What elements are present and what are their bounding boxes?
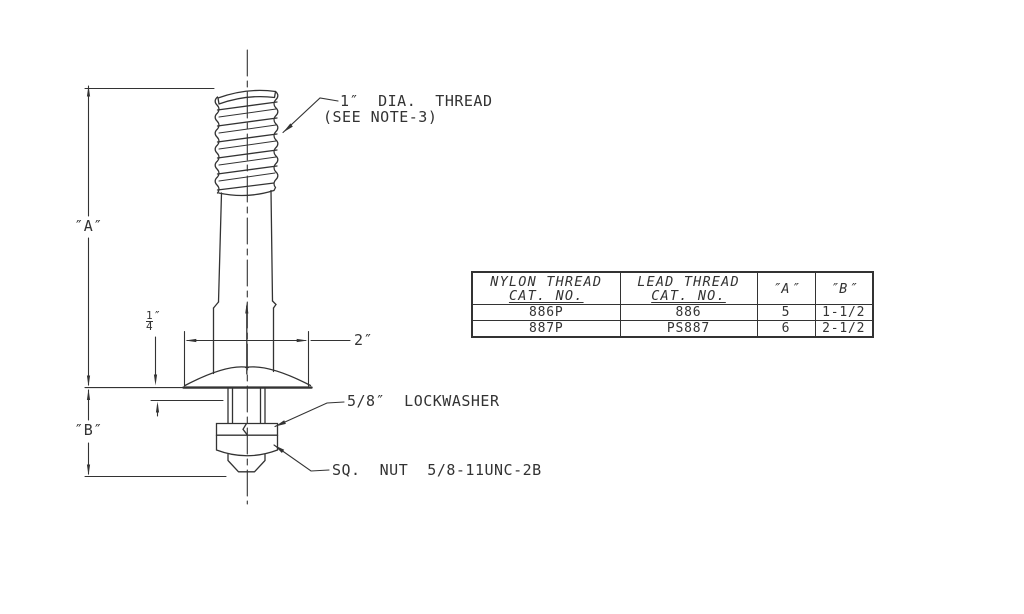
thread-helix-lines — [216, 101, 278, 191]
thread-helix-lines-secondary — [218, 108, 277, 182]
dim-a-arrow-down — [86, 375, 91, 387]
thread-right-edge — [273, 90, 279, 192]
shank-edges — [217, 189, 274, 303]
thread-label-line1: 1″ DIA. THREAD — [340, 92, 493, 110]
cell-lead-cat-no: PS887 — [619, 320, 758, 338]
cell-dim-b: 1-1/2 — [814, 304, 874, 321]
dim-b-arrow-down — [86, 464, 91, 476]
cell-lead-cat-no: 886 — [619, 304, 758, 321]
lockwasher-split-mark — [242, 422, 249, 436]
cell-nylon-cat-no: 887P — [471, 320, 621, 338]
dim-b-label: ″B″ — [74, 421, 103, 439]
cell-dim-a: 6 — [756, 320, 816, 338]
header-dim-a: ″A″ — [756, 271, 816, 305]
fraction-numerator: 1 — [146, 309, 153, 322]
thread-top-cap — [217, 89, 277, 105]
dim-a-arrow-up — [86, 85, 91, 97]
shield-dome-arcs — [184, 366, 312, 387]
arrowheads — [86, 85, 308, 476]
dim-2in-arrow-left — [185, 338, 197, 343]
header-nylon-thread: NYLON THREAD CAT. NO. — [471, 271, 621, 305]
thread-bottom-cap — [218, 189, 275, 197]
nut-leader-arrow — [274, 445, 285, 453]
lockwasher-label: 5/8″ LOCKWASHER — [347, 392, 500, 410]
cell-dim-a: 5 — [756, 304, 816, 321]
bolt-tip-outline — [227, 453, 266, 473]
dim-2in-extension-lines — [183, 330, 310, 387]
header-lead-thread: LEAD THREAD CAT. NO. — [619, 271, 758, 305]
shank-shoulder-kinks — [212, 300, 277, 309]
fraction-inch-mark: ″ — [153, 309, 161, 323]
thread-leader-arrow — [283, 123, 293, 133]
dim-quarter-fraction: 1 4 — [146, 309, 153, 333]
dim-b-arrow-up — [86, 389, 91, 400]
dim-quarter-label: 1 4 ″ — [146, 309, 161, 333]
lockwasher-leader-arrow — [275, 420, 286, 427]
thread-label-leader — [282, 97, 339, 134]
dim-2in-label: 2″ — [354, 331, 374, 349]
stud-edges — [227, 387, 266, 424]
spec-table-header-row: NYLON THREAD CAT. NO. LEAD THREAD CAT. N… — [471, 271, 874, 305]
cell-dim-b: 2-1/2 — [814, 320, 874, 338]
fraction-denominator: 4 — [146, 320, 153, 333]
nut-label-leader — [273, 444, 330, 472]
cell-nylon-cat-no: 886P — [471, 304, 621, 321]
thread-left-edge — [214, 96, 220, 194]
spec-table-row: 887P PS887 6 2-1/2 — [471, 320, 874, 338]
dim-2in-arrow-right — [296, 338, 308, 343]
header-dim-b: ″B″ — [814, 271, 874, 305]
dim-quarter-arrow-up — [155, 401, 160, 413]
thread-label-line2: (SEE NOTE-3) — [323, 108, 438, 126]
dim-a-label: ″A″ — [74, 217, 103, 235]
square-nut-label: SQ. NUT 5/8-11UNC-2B — [332, 461, 542, 479]
spec-table: NYLON THREAD CAT. NO. LEAD THREAD CAT. N… — [471, 271, 874, 338]
spec-table-row: 886P 886 5 1-1/2 — [471, 304, 874, 321]
lockwasher-label-leader — [274, 401, 345, 428]
hidden-stud-arrow-up — [245, 302, 249, 314]
dim-quarter-arrow-down — [153, 374, 158, 386]
